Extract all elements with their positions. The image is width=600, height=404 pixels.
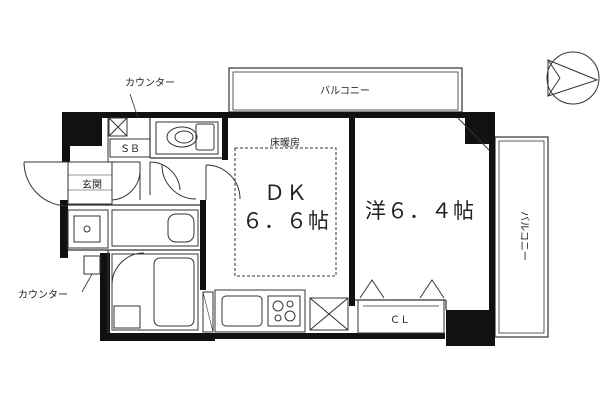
- counter-bottom-label: カウンター: [18, 289, 68, 301]
- bathtub-icon: [111, 252, 199, 331]
- floor-heating-label: 床暖房: [270, 136, 300, 149]
- kitchen-sink-icon: [221, 295, 263, 327]
- toilet-icon: [155, 121, 219, 155]
- stove-icon: [267, 295, 301, 327]
- balcony-top: バルコニー: [228, 67, 463, 113]
- balcony-top-label: バルコニー: [320, 85, 370, 97]
- kitchen-counter: [202, 289, 306, 333]
- closet-doors: [359, 279, 445, 299]
- north-arrow-compass: [546, 51, 600, 105]
- shoe-box: ＳＢ: [109, 138, 151, 158]
- dk-room-size: ６．６帖: [242, 209, 330, 233]
- outer-walls: [60, 112, 495, 346]
- entrance: [23, 161, 181, 207]
- entrance-label: 玄関: [82, 178, 102, 191]
- closet-label: ＣＬ: [390, 315, 410, 326]
- sb-label: ＳＢ: [120, 144, 140, 155]
- western-room-label: 洋６．４帖: [365, 199, 475, 223]
- balcony-right-label: バルコニー: [518, 211, 530, 261]
- dk-room-name: ＤＫ: [264, 181, 308, 205]
- counter-top-label: カウンター: [125, 77, 175, 89]
- wash-area: [67, 209, 199, 249]
- counter-top-box: [108, 93, 139, 137]
- dk-doors: [161, 164, 241, 200]
- interior-walls: [68, 118, 447, 334]
- western-room-window: [457, 117, 490, 151]
- balcony-right: バルコニー: [494, 136, 549, 338]
- counter-bottom-box: [81, 255, 101, 293]
- washing-machine-pan-icon: [309, 297, 349, 331]
- floor-heating-area: 床暖房: [234, 136, 337, 277]
